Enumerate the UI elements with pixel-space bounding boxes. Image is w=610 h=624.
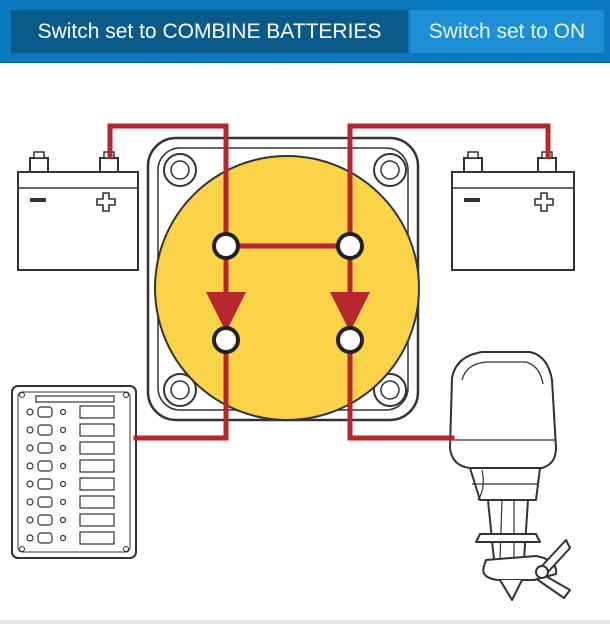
tab-switch-on[interactable]: Switch set to ON: [410, 10, 604, 53]
terminal-input-1: [212, 232, 240, 260]
terminal-output-1: [212, 326, 240, 354]
battery-icon: [451, 151, 575, 271]
mounting-hole-icon: [373, 373, 407, 407]
battery-switch-icon: [146, 136, 420, 422]
wire-battery-1: [107, 123, 229, 249]
breaker-panel-icon: [11, 385, 137, 559]
battery-icon: [17, 151, 139, 271]
mounting-hole-icon: [163, 373, 197, 407]
switch-terminals: [212, 232, 364, 354]
wiring: [107, 123, 551, 441]
tab-bar: Switch set to COMBINE BATTERIES Switch s…: [0, 0, 610, 63]
outboard-motor-icon: [449, 351, 571, 601]
terminal-input-2: [336, 232, 364, 260]
wire-to-engine: [347, 337, 455, 441]
mounting-hole-icon: [163, 153, 197, 187]
mounting-hole-icon: [373, 153, 407, 187]
switch-face: [154, 155, 420, 421]
wire-to-panel: [133, 337, 229, 441]
propeller-icon: [535, 539, 571, 599]
wire-battery-2: [347, 123, 551, 249]
tab-combine-batteries[interactable]: Switch set to COMBINE BATTERIES: [11, 10, 408, 53]
terminal-output-2: [336, 326, 364, 354]
wiring-diagram: [11, 123, 575, 601]
bottom-divider: [0, 620, 610, 624]
